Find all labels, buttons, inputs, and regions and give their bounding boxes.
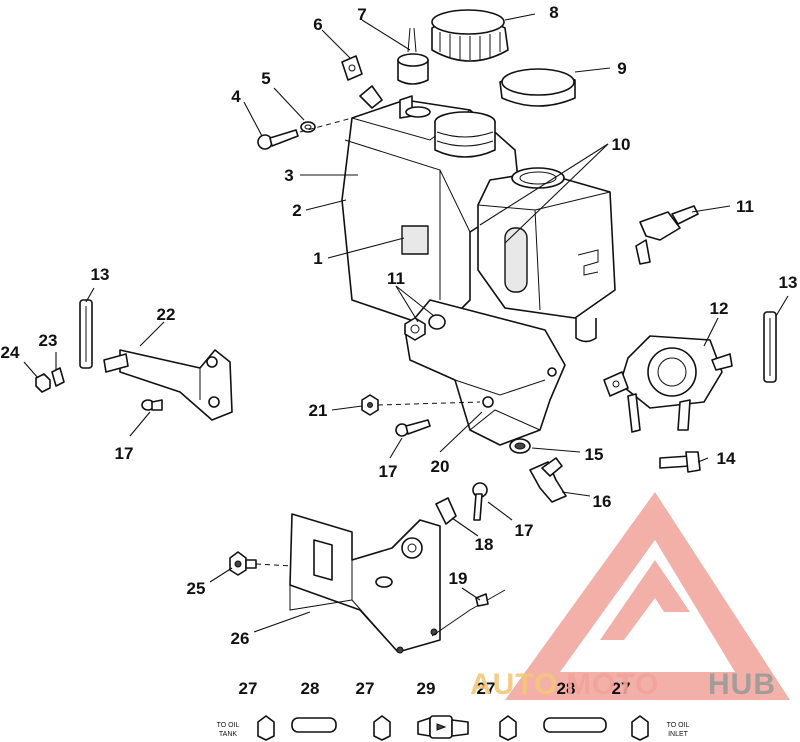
leader-lines [23, 13, 789, 633]
oil-tank [341, 95, 521, 331]
callout-26: 26 [231, 629, 250, 648]
callout-27-b: 27 [356, 679, 375, 698]
callout-6: 6 [313, 15, 322, 34]
callout-17-center: 17 [379, 462, 398, 481]
vent-plug [397, 27, 429, 85]
callout-15: 15 [585, 445, 604, 464]
hose-28-a [291, 717, 337, 733]
logo-inner-mark [600, 560, 690, 640]
callout-labels: 1 2 3 4 5 6 7 8 9 10 11 11 12 13 13 14 1… [1, 3, 798, 698]
callout-27-d: 27 [612, 679, 631, 698]
grommet-15 [509, 438, 531, 454]
screw-17-center [395, 419, 431, 437]
hose-clip [341, 55, 363, 81]
callout-28-a: 28 [301, 679, 320, 698]
routing-labels: TO OIL TANK TO OIL INLET [217, 722, 690, 738]
to-oil-tank-line1: TO OIL [217, 722, 240, 729]
callout-8: 8 [549, 3, 558, 22]
screw-17-right [472, 482, 488, 521]
nut-11 [404, 314, 446, 341]
filler-cap [431, 9, 509, 62]
callout-10: 10 [612, 135, 631, 154]
nut-24 [35, 373, 51, 393]
to-oil-inlet-line2: INLET [668, 731, 689, 738]
vent-bracket [359, 85, 383, 109]
hose-28-b [543, 717, 607, 733]
callout-13-left: 13 [91, 265, 110, 284]
callout-11-right: 11 [736, 197, 754, 216]
callout-23: 23 [39, 331, 58, 350]
callout-24: 24 [1, 343, 20, 362]
logo-triangle-outer [505, 492, 790, 700]
callout-18: 18 [475, 535, 494, 554]
nut-27-a [257, 715, 275, 741]
cap-gasket [499, 68, 576, 107]
washer-5 [300, 121, 316, 133]
screw-17-left [141, 399, 163, 411]
strap-13-right [763, 311, 777, 383]
screw-4 [257, 129, 299, 150]
automotohub-wordmark: AUTO MOTO HUB [470, 668, 776, 701]
strap-13-left [79, 299, 93, 369]
callout-21: 21 [309, 401, 328, 420]
oil-pump [603, 335, 733, 433]
callout-4: 4 [231, 87, 241, 106]
callout-1: 1 [313, 249, 322, 268]
callout-28-b: 28 [557, 679, 576, 698]
callout-7: 7 [357, 5, 366, 24]
callout-20: 20 [431, 457, 450, 476]
nut-21 [361, 394, 379, 416]
nut-27-b [373, 715, 391, 741]
nut-27-d [631, 715, 649, 741]
elbow-fitting-16 [529, 457, 567, 503]
callout-27-a: 27 [239, 679, 258, 698]
callout-9: 9 [617, 59, 626, 78]
callout-27-c: 27 [477, 679, 496, 698]
callout-12: 12 [710, 299, 729, 318]
cable-tie-19 [431, 589, 506, 637]
automotohub-logo [505, 492, 790, 700]
bracket-22 [103, 349, 233, 421]
to-oil-inlet-line1: TO OIL [667, 722, 690, 729]
tank-bracket [404, 299, 566, 446]
callout-17-right: 17 [515, 521, 534, 540]
callout-14: 14 [717, 449, 736, 468]
lower-bracket-26 [289, 513, 441, 654]
to-oil-tank-line2: TANK [219, 731, 237, 738]
wordmark-moto: MOTO [566, 668, 659, 701]
callout-5: 5 [261, 69, 270, 88]
screw-25 [229, 551, 257, 576]
oil-reservoir [477, 167, 616, 343]
fitting-11 [635, 205, 699, 265]
callout-2: 2 [292, 201, 301, 220]
callout-19: 19 [449, 569, 468, 588]
clip-23 [51, 367, 65, 387]
wordmark-auto: AUTO [470, 668, 558, 701]
bolt-14 [659, 451, 701, 473]
nut-27-c [499, 715, 517, 741]
wordmark-hub: HUB [708, 668, 776, 701]
callout-16: 16 [593, 492, 612, 511]
filter-29 [417, 715, 469, 739]
callout-17-left: 17 [115, 444, 134, 463]
callout-11-left: 11 [387, 269, 405, 288]
callout-25: 25 [187, 579, 206, 598]
callout-29: 29 [417, 679, 436, 698]
clip-18 [435, 497, 457, 525]
callout-22: 22 [157, 305, 176, 324]
callout-13-right: 13 [779, 273, 798, 292]
callout-3: 3 [284, 166, 293, 185]
